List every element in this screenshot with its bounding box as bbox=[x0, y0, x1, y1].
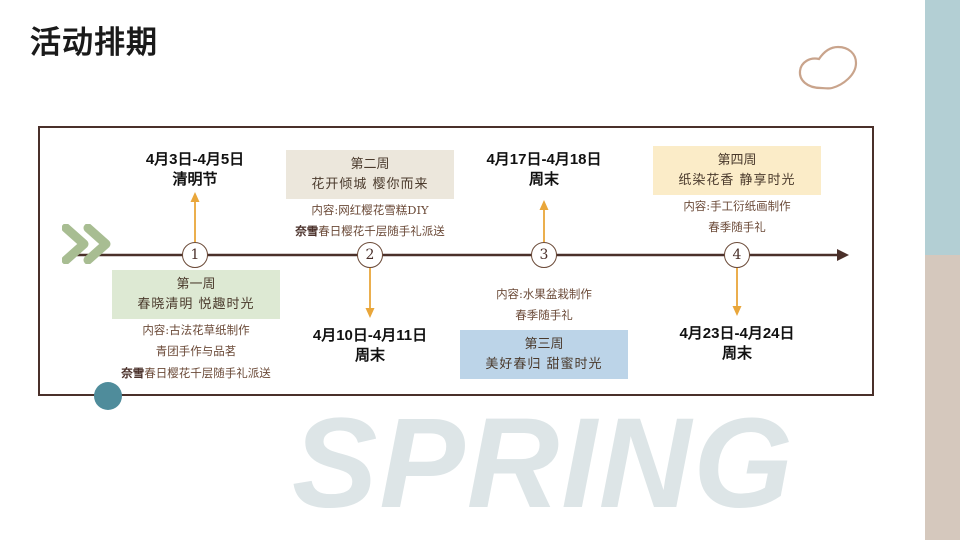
week-2-banner-line2: 花开倾城 樱你而来 bbox=[311, 176, 429, 192]
week-4-content-line2: 春季随手礼 bbox=[708, 220, 766, 235]
week-1-banner-line1: 第一周 bbox=[176, 277, 216, 292]
week-3-banner-line2: 美好春归 甜蜜时光 bbox=[485, 356, 603, 372]
week-4-content-line1: 内容:手工衍纸画制作 bbox=[683, 199, 791, 213]
week-3-date: 4月17日-4月18日 周末 bbox=[464, 150, 624, 191]
week-1-content-line2: 青团手作与品茗 bbox=[155, 344, 237, 359]
week-4-banner-line1: 第四周 bbox=[717, 153, 757, 168]
timeline-node-4[interactable]: 4 bbox=[724, 242, 750, 268]
spring-watermark: SPRING bbox=[292, 392, 795, 535]
week-2-gift-text: 春日樱花千层随手礼派送 bbox=[318, 224, 445, 239]
week-2-content: 内容:网红樱花雪糕DIY 奈雪春日樱花千层随手礼派送 bbox=[270, 200, 470, 243]
week-2-banner-line1: 第二周 bbox=[350, 157, 390, 172]
week-2-gift: 奈雪春日樱花千层随手礼派送 bbox=[270, 221, 470, 242]
week-1-gift-text: 春日樱花千层随手礼派送 bbox=[144, 365, 271, 380]
timeline-node-3-number: 3 bbox=[539, 247, 549, 263]
week-1-content-line1: 内容:古法花草纸制作 bbox=[142, 323, 250, 337]
week-1-gift-brand: 奈雪 bbox=[121, 365, 145, 380]
week-4-date-line2: 周末 bbox=[721, 345, 752, 363]
week-1-banner-line2: 春晓清明 悦趣时光 bbox=[137, 296, 255, 312]
week-2-content-line1: 内容:网红樱花雪糕DIY bbox=[311, 203, 429, 217]
side-panel-top-block bbox=[925, 0, 960, 255]
week-2-date: 4月10日-4月11日 周末 bbox=[290, 326, 450, 367]
week-3-content-line2: 春季随手礼 bbox=[515, 308, 573, 323]
week-4-content: 内容:手工衍纸画制作 春季随手礼 bbox=[637, 196, 837, 239]
week-3-banner-line1: 第三周 bbox=[524, 337, 564, 352]
week-3-date-line1: 4月17日-4月18日 bbox=[486, 151, 602, 168]
week-1-date-line2: 清明节 bbox=[172, 171, 218, 189]
timeline-connectors bbox=[190, 192, 742, 318]
side-panel-bottom-block bbox=[925, 255, 960, 540]
week-2-date-line1: 4月10日-4月11日 bbox=[312, 327, 428, 344]
week-2-date-line2: 周末 bbox=[354, 347, 385, 365]
blob-decor-icon bbox=[798, 45, 858, 90]
side-decor-panel bbox=[925, 0, 960, 540]
timeline-node-4-number: 4 bbox=[732, 247, 742, 263]
week-3-date-line2: 周末 bbox=[528, 171, 559, 189]
page-title: 活动排期 bbox=[30, 25, 158, 61]
week-4-date: 4月23日-4月24日 周末 bbox=[657, 324, 817, 365]
week-4-date-line1: 4月23日-4月24日 bbox=[679, 325, 795, 342]
week-2-banner: 第二周 花开倾城 樱你而来 bbox=[286, 150, 454, 199]
chevron-double-right-icon bbox=[62, 224, 111, 264]
week-3-content-line1: 内容:水果盆栽制作 bbox=[496, 287, 592, 301]
timeline-node-1[interactable]: 1 bbox=[182, 242, 208, 268]
week-1-gift: 奈雪春日樱花千层随手礼派送 bbox=[96, 363, 296, 384]
week-2-gift-brand: 奈雪 bbox=[295, 224, 319, 239]
timeline-node-2-number: 2 bbox=[365, 247, 375, 263]
timeline-node-2[interactable]: 2 bbox=[357, 242, 383, 268]
week-1-date: 4月3日-4月5日 清明节 bbox=[115, 150, 275, 191]
week-1-banner: 第一周 春晓清明 悦趣时光 bbox=[112, 270, 280, 319]
week-4-banner-line2: 纸染花香 静享时光 bbox=[678, 172, 796, 188]
week-3-content: 内容:水果盆栽制作 春季随手礼 bbox=[444, 284, 644, 327]
week-1-date-line1: 4月3日-4月5日 bbox=[145, 151, 245, 168]
week-1-content: 内容:古法花草纸制作 青团手作与品茗 奈雪春日樱花千层随手礼派送 bbox=[96, 320, 296, 384]
timeline-node-1-number: 1 bbox=[190, 247, 200, 263]
timeline-frame: 1 2 3 4 4月3日-4月 bbox=[38, 126, 874, 396]
week-3-banner: 第三周 美好春归 甜蜜时光 bbox=[460, 330, 628, 379]
timeline-node-3[interactable]: 3 bbox=[531, 242, 557, 268]
week-4-banner: 第四周 纸染花香 静享时光 bbox=[653, 146, 821, 195]
teal-accent-dot bbox=[94, 382, 122, 410]
